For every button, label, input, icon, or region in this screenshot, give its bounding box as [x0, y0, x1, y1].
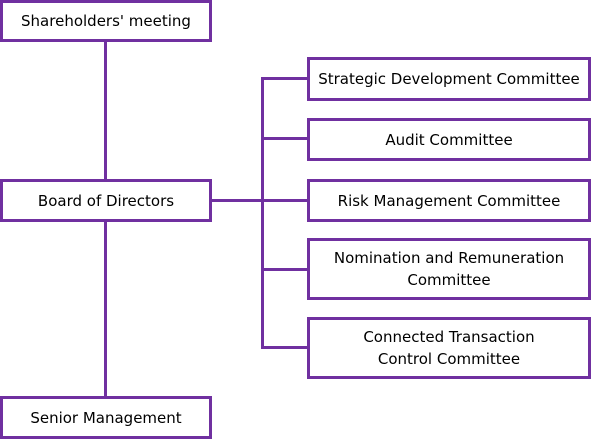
committee-label-line1: Nomination and Remuneration: [333, 249, 565, 267]
board-of-directors-label: Board of Directors: [37, 191, 175, 210]
committee-label-line2: Control Committee: [377, 350, 521, 368]
committee-label: Risk Management Committee: [337, 191, 561, 210]
shareholders-meeting-label: Shareholders' meeting: [21, 12, 191, 30]
connector-board-senior-management: [104, 220, 107, 398]
committee-label: Audit Committee: [385, 130, 513, 149]
board-of-directors-box: Board of Directors: [0, 179, 212, 222]
shareholders-meeting-box: Shareholders' meeting: [0, 0, 212, 42]
senior-management-label: Senior Management: [30, 408, 182, 427]
connector-shareholders-board: [104, 40, 107, 181]
connector-branch-nomination: [261, 268, 309, 271]
committee-box-nomination: Nomination and Remuneration Committee: [307, 238, 591, 300]
connector-branch-audit: [261, 137, 309, 140]
committee-box-connected-transaction: Connected Transaction Control Committee: [307, 317, 591, 379]
connector-branch-strategic: [261, 77, 309, 80]
committee-box-audit: Audit Committee: [307, 118, 591, 161]
committee-label-line2: Committee: [407, 271, 491, 289]
connector-branch-risk: [261, 199, 309, 202]
connector-committee-spine: [261, 77, 264, 349]
committee-box-risk: Risk Management Committee: [307, 179, 591, 222]
connector-board-committees: [210, 199, 263, 202]
committee-label: Strategic Development Committee: [318, 70, 580, 88]
senior-management-box: Senior Management: [0, 396, 212, 439]
connector-branch-connected: [261, 346, 309, 349]
committee-label-line1: Connected Transaction: [363, 328, 535, 346]
committee-box-strategic: Strategic Development Committee: [307, 57, 591, 101]
